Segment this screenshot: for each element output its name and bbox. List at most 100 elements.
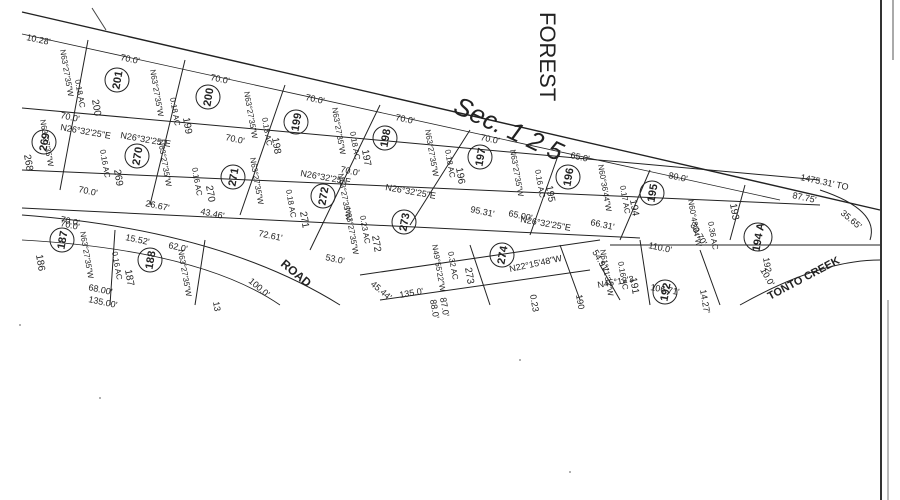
road-curve-inner xyxy=(21,239,281,306)
lot-187: 187 xyxy=(49,227,75,253)
svg-text:272: 272 xyxy=(316,186,331,206)
bearing: N22°15'48"W xyxy=(508,253,563,274)
dim: 70.0' xyxy=(60,218,81,232)
dim: 70.0' xyxy=(225,132,246,146)
lot-bearing: N63°27'35"W xyxy=(508,149,525,198)
misc: 13 xyxy=(211,301,223,313)
corner-mark xyxy=(91,7,107,31)
lot-196: 196 xyxy=(555,164,581,190)
lot-270: 270 xyxy=(124,143,150,169)
svg-text:197: 197 xyxy=(473,147,488,167)
lot-dividers-upper xyxy=(59,39,746,251)
svg-text:198: 198 xyxy=(378,128,393,148)
misc: 192 xyxy=(761,257,773,274)
dim: 70.0' xyxy=(210,72,231,86)
dim: 62.0' xyxy=(168,240,189,254)
lot-area: 0.23 AC xyxy=(358,215,372,245)
lot-num: 186 xyxy=(33,254,47,273)
lot-num: 199 xyxy=(180,117,194,136)
dim: 1475.31' TO xyxy=(800,172,850,192)
road-label: ROAD xyxy=(278,257,314,291)
dim: 110.0' xyxy=(648,240,673,255)
dim: 30.70' xyxy=(688,221,709,247)
svg-text:192: 192 xyxy=(658,282,673,302)
row2-bottom-line xyxy=(21,169,821,206)
lot-194a: 194 A xyxy=(743,222,773,253)
lot-area: 0.17 AC xyxy=(618,185,632,215)
lot-circles: 201 200 199 198 197 196 195 194 A 269 27… xyxy=(31,67,773,305)
svg-text:200: 200 xyxy=(201,87,216,107)
dim: 15.52' xyxy=(125,232,151,247)
lot-bearing: N63°27'35"W xyxy=(330,107,347,156)
dimension-labels: 70.0' 70.0' 70.0' 70.0' 65.0' 80.0' 87.7… xyxy=(26,32,864,319)
bearing: N26°32'25"E xyxy=(60,122,112,141)
lot-bearing: N63°27'35"W xyxy=(176,249,193,298)
misc: 0.23 xyxy=(528,294,541,313)
dim: 70.0' xyxy=(305,92,326,106)
bearing: N26°32'25"E xyxy=(520,214,572,233)
lot-area: 0.16 AC xyxy=(190,167,204,197)
lot-num: 194 xyxy=(627,199,641,218)
dim: 35.65' xyxy=(839,208,864,231)
dim: 87.75' xyxy=(792,190,818,205)
lot-area: 0.16 AC xyxy=(98,149,112,179)
dim: 70.0' xyxy=(120,52,141,66)
svg-text:188: 188 xyxy=(143,250,158,270)
road-curve xyxy=(21,214,341,306)
lot-num: 197 xyxy=(359,149,373,168)
road-edge-line xyxy=(21,207,641,239)
lot-199: 199 xyxy=(283,109,309,135)
forest-label: FOREST xyxy=(535,12,560,101)
svg-text:201: 201 xyxy=(110,70,125,90)
dim: 135.0' xyxy=(399,286,425,300)
scan-speckles xyxy=(19,324,571,473)
lot-area: 0.36 AC xyxy=(706,221,720,251)
dim: 70.0' xyxy=(60,214,81,228)
misc-labels: 190 0.23 192 13 xyxy=(211,257,773,313)
lot-num: 195 xyxy=(543,185,557,204)
dim: 43.46' xyxy=(200,206,226,221)
lot-area: 0.18 AC xyxy=(260,117,274,147)
dim: 80.0' xyxy=(668,170,689,184)
bearing: N26°32'25"E xyxy=(120,130,172,149)
bearing: N26°32'25"E xyxy=(385,182,437,201)
lot-188: 188 xyxy=(137,247,163,273)
lot-annotations: 200 199 198 197 196 195 194 193 268 269 … xyxy=(21,49,741,298)
lot-num: 273 xyxy=(462,267,476,286)
lot-200: 200 xyxy=(195,84,221,110)
svg-text:271: 271 xyxy=(226,167,241,187)
forest-boundary-line xyxy=(21,11,881,211)
svg-text:195: 195 xyxy=(645,183,660,203)
lot-bearing: N63°27'35"W xyxy=(78,231,95,280)
dim: 68.00' xyxy=(88,282,114,297)
dim: 65.00' xyxy=(508,208,534,223)
lot-area: 0.18 AC xyxy=(348,131,362,161)
lot-bearing: N63°27'35"W xyxy=(148,69,165,118)
lot-273: 273 xyxy=(391,209,417,235)
lot-192: 192 xyxy=(652,279,678,305)
lot-num: 193 xyxy=(727,203,741,222)
lot-num: 191 xyxy=(627,277,641,296)
dim: 14.27' xyxy=(698,289,712,315)
lot-201: 201 xyxy=(104,67,130,93)
dim: 70.0' xyxy=(480,132,501,146)
svg-text:194 A: 194 A xyxy=(751,222,768,253)
svg-text:269: 269 xyxy=(37,132,52,152)
dim: 70.0' xyxy=(78,184,99,198)
forest-boundary-line-2 xyxy=(21,33,781,201)
lot-bearing: N60°36'44"W xyxy=(596,164,613,213)
lot-num: 272 xyxy=(369,235,383,254)
lot-num: 200 xyxy=(89,99,103,118)
dim: 135.00' xyxy=(88,294,119,310)
svg-text:199: 199 xyxy=(289,112,304,132)
lot-num: 198 xyxy=(269,137,283,156)
lot-dividers-lower xyxy=(109,229,880,306)
dim: 65.0' xyxy=(570,150,591,164)
creek-label: TONTO CREEK xyxy=(766,255,842,303)
lot-num: 196 xyxy=(453,167,467,186)
row1-bottom-line xyxy=(21,107,821,181)
lot-bearing: N63°27'35"W xyxy=(58,49,75,98)
svg-text:187: 187 xyxy=(55,230,70,250)
dim: 87.0' xyxy=(438,297,451,318)
lot-num: 271 xyxy=(297,211,311,230)
